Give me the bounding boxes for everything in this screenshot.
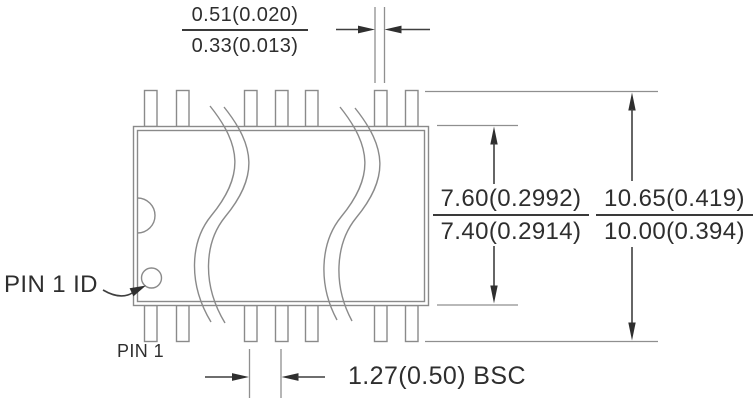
- dim-lead-width-max: 0.51(0.020): [182, 3, 308, 31]
- top-pin: [274, 89, 289, 128]
- pin1-label: PIN 1: [117, 341, 165, 361]
- top-pin: [175, 89, 190, 128]
- top-pin: [304, 89, 319, 128]
- arrowhead-right-icon: [232, 373, 249, 381]
- arrowhead-down-icon: [628, 322, 636, 341]
- bottom-pin: [175, 304, 190, 343]
- arrowhead-left-icon: [384, 25, 402, 34]
- bottom-pin: [373, 304, 388, 343]
- break-line: [338, 107, 381, 322]
- arrowhead-right-icon: [358, 25, 375, 34]
- arrowhead-up-icon: [628, 92, 636, 111]
- dim-lead-pitch-label: 1.27(0.50) BSC: [348, 362, 526, 390]
- arrowhead-down-icon: [490, 285, 498, 304]
- top-pin: [243, 89, 258, 128]
- top-pin: [404, 89, 419, 128]
- pin1-id-label: PIN 1 ID: [4, 271, 98, 298]
- dim-overall-width: 10.65(0.419) 10.00(0.394): [596, 186, 753, 245]
- arrowhead-up-icon: [490, 126, 498, 145]
- package-body-outline: [132, 125, 430, 307]
- top-pin: [143, 89, 158, 128]
- bottom-pin: [143, 304, 158, 343]
- break-line: [323, 106, 366, 321]
- dim-lead-width-min: 0.33(0.013): [191, 35, 299, 57]
- side-notch: [137, 197, 156, 234]
- dim-body-width-min: 7.40(0.2914): [440, 218, 582, 245]
- break-line: [207, 106, 250, 324]
- bottom-pin: [274, 304, 289, 343]
- top-pin: [373, 89, 388, 128]
- bottom-pin: [243, 304, 258, 343]
- break-line: [193, 105, 236, 323]
- dim-body-width-max: 7.60(0.2992): [433, 186, 589, 216]
- arrowhead-leader-icon: [129, 285, 146, 297]
- pin1-id-circle: [140, 267, 163, 289]
- arrowhead-left-icon: [281, 373, 299, 381]
- bottom-pin: [404, 304, 419, 343]
- dim-overall-width-max: 10.65(0.419): [596, 186, 753, 216]
- bottom-pin: [304, 304, 319, 343]
- dim-lead-width: 0.51(0.020) 0.33(0.013): [182, 3, 308, 58]
- dim-overall-width-min: 10.00(0.394): [604, 218, 745, 245]
- package-body-inner-outline: [136, 129, 426, 303]
- pin1-id-leader-line: [102, 289, 134, 297]
- dim-body-width: 7.60(0.2992) 7.40(0.2914): [433, 186, 589, 245]
